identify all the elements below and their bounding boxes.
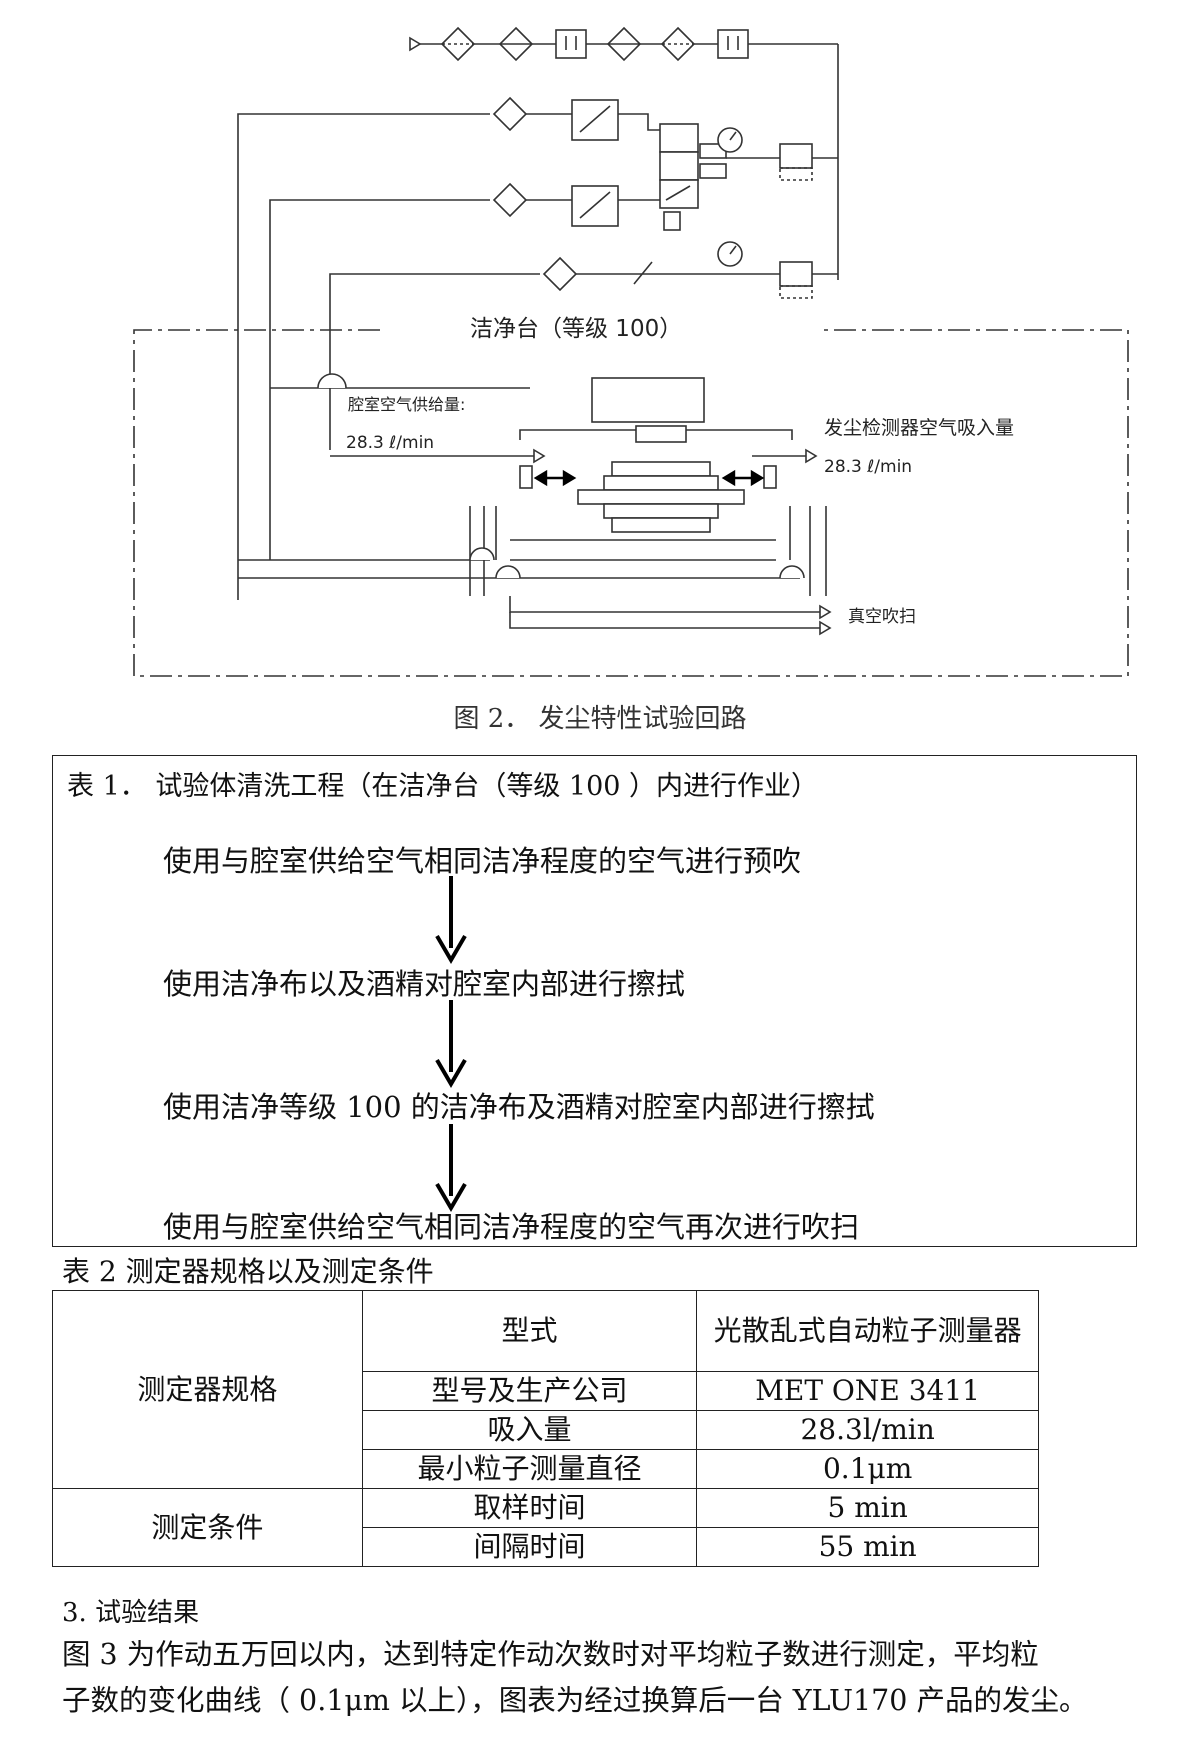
- row-value: MET ONE 3411: [696, 1371, 1039, 1411]
- results-line: 图 3 为作动五万回以内，达到特定作动次数时对平均粒子数进行测定，平均粒: [62, 1638, 1039, 1671]
- process-step: 使用与腔室供给空气相同洁净程度的空气进行预吹: [163, 844, 802, 878]
- row-label: 型号及生产公司: [361, 1371, 698, 1411]
- table1-title: 表 1． 试验体清洗工程（在洁净台（等级 100 ）内进行作业）: [67, 771, 819, 802]
- row-value: 5 min: [696, 1488, 1039, 1528]
- supply-label: 腔室空气供给量:: [348, 395, 465, 414]
- results-heading: 3. 试验结果: [62, 1598, 200, 1628]
- supply-rate: 28.3 ℓ/min: [346, 433, 434, 453]
- row-label: 型式: [361, 1290, 698, 1372]
- row-value: 0.1μm: [696, 1449, 1039, 1489]
- filter-symbol-1: [440, 26, 476, 62]
- group-header-conditions: 测定条件: [52, 1488, 363, 1567]
- filter-symbol-2: [498, 26, 534, 62]
- clean-bench-label: 洁净台（等级 100）: [470, 316, 682, 342]
- group-header-instrument: 测定器规格: [52, 1290, 363, 1489]
- test-circuit-diagram: 洁净台（等级 100） 腔室空气供给量: 28.3 ℓ/min 发尘检测器空气吸…: [133, 26, 1129, 677]
- vacuum-purge-label: 真空吹扫: [848, 607, 916, 627]
- process-step: 使用洁净等级 100 的洁净布及酒精对腔室内部进行擦拭: [163, 1090, 875, 1124]
- table2-title: 表 2 测定器规格以及测定条件: [62, 1255, 434, 1288]
- down-arrow-icon: [435, 1000, 467, 1088]
- figure-caption: 图 2． 发尘特性试验回路: [453, 704, 747, 734]
- row-label: 间隔时间: [361, 1527, 698, 1567]
- filter-symbol-5: [660, 26, 696, 62]
- down-arrow-icon: [435, 1124, 467, 1212]
- table-row: 测定条件 取样时间 5 min: [52, 1488, 1039, 1567]
- row-value: 28.3l/min: [696, 1410, 1039, 1450]
- cleaning-process-table: 表 1． 试验体清洗工程（在洁净台（等级 100 ）内进行作业） 使用与腔室供给…: [52, 755, 1137, 1247]
- intake-rate: 28.3 ℓ/min: [824, 457, 912, 477]
- process-step: 使用洁净布以及酒精对腔室内部进行擦拭: [163, 967, 686, 1001]
- row-label: 吸入量: [361, 1410, 698, 1450]
- row-label: 取样时间: [361, 1488, 698, 1528]
- table-row: 最小粒子测量直径 0.1μm: [53, 1449, 1039, 1489]
- spec-table: 测定器规格 型式 光散乱式自动粒子测量器 型号及生产公司 MET ONE 341…: [52, 1290, 1039, 1567]
- process-step: 使用与腔室供给空气相同洁净程度的空气再次进行吹扫: [163, 1210, 860, 1244]
- intake-label: 发尘检测器空气吸入量: [824, 417, 1014, 439]
- table-row: 型号及生产公司 MET ONE 3411: [53, 1371, 1039, 1411]
- down-arrow-icon: [435, 876, 467, 964]
- results-line: 子数的变化曲线（ 0.1μm 以上），图表为经过换算后一台 YLU170 产品的…: [62, 1684, 1088, 1717]
- filter-symbol-4: [606, 26, 642, 62]
- filter-symbol-6: [717, 29, 749, 59]
- row-label: 最小粒子测量直径: [361, 1449, 698, 1489]
- table-row: 吸入量 28.3l/min: [53, 1410, 1039, 1450]
- row-value: 55 min: [696, 1527, 1039, 1567]
- row-value: 光散乱式自动粒子测量器: [696, 1290, 1039, 1372]
- table-row: 测定器规格 型式 光散乱式自动粒子测量器: [52, 1290, 1039, 1489]
- filter-symbol-3: [555, 29, 587, 59]
- results-paragraph: 图 3 为作动五万回以内，达到特定作动次数时对平均粒子数进行测定，平均粒 子数的…: [62, 1632, 1172, 1724]
- table-row: 间隔时间 55 min: [53, 1527, 1039, 1567]
